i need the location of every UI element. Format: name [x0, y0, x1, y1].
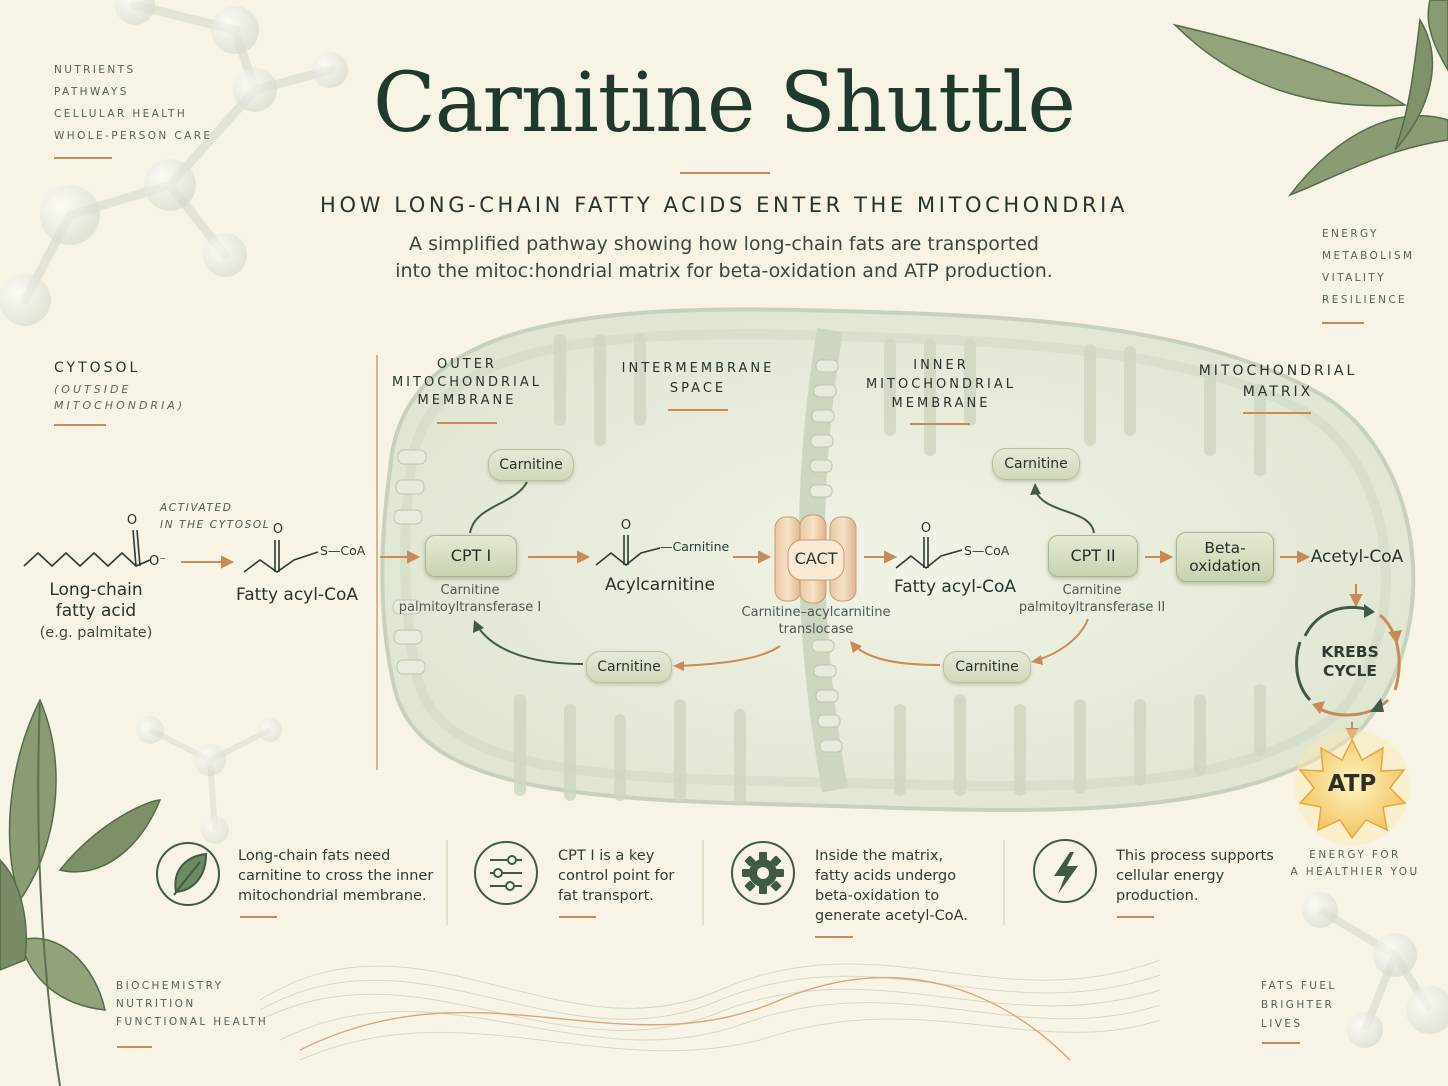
lightning-icon	[1054, 852, 1078, 894]
enzyme-cpt2[interactable]: CPT II	[1048, 535, 1138, 577]
acylcarnitine-oxygen: O	[620, 518, 632, 533]
fatty-acid-o-minus: O⁻	[149, 554, 167, 569]
enzyme-cact[interactable]: CACT	[794, 549, 838, 568]
acylcarnitine-skeletal	[595, 535, 661, 567]
page-subtitle: HOW LONG-CHAIN FATTY ACIDS ENTER THE MIT…	[320, 193, 1128, 217]
acylcarnitine-tag: —Carnitine	[660, 539, 730, 554]
carnitine-pill-released-cpt1[interactable]: Carnitine	[488, 449, 574, 481]
sliders-icon	[490, 855, 522, 891]
flowing-lines	[259, 959, 1161, 1061]
atp-starburst	[1294, 729, 1410, 845]
mitochondrion-illustration	[380, 307, 1416, 812]
zone-cytosol: CYTOSOL	[54, 360, 141, 376]
leaf-decoration-bottom-left	[0, 698, 162, 1086]
acyl-coa-2-oxygen: O	[920, 521, 932, 536]
fatty-acyl-coa-2-skeletal	[895, 537, 963, 570]
page-description: A simplified pathway showing how long-ch…	[395, 233, 1053, 282]
leaf-decoration-top-right	[1172, 0, 1448, 197]
label-atp: ATP	[1327, 771, 1377, 797]
info-card-beta-oxidation: Inside the matrix,fatty acids undergo be…	[815, 848, 968, 924]
gear-icon	[742, 852, 784, 894]
label-fatty-acyl-coa: Fatty acyl-CoA	[235, 585, 358, 605]
label-acylcarnitine: Acylcarnitine	[604, 575, 716, 595]
process-beta-oxidation[interactable]: Beta-oxidation	[1176, 532, 1274, 582]
carnitine-pill-released-cpt2[interactable]: Carnitine	[992, 448, 1080, 480]
accent-flow-line	[299, 976, 1071, 1061]
enzyme-cpt1[interactable]: CPT I	[425, 535, 517, 577]
cact-transporter	[774, 514, 857, 604]
fatty-acid-oxygen: O	[126, 513, 138, 528]
page-title: Carnitine Shuttle	[373, 56, 1076, 151]
acyl-coa-oxygen: O	[272, 522, 284, 537]
fatty-acid-skeletal	[23, 529, 151, 568]
acyl-coa-2-s-coa: S—CoA	[964, 543, 1010, 558]
krebs-cycle-arrows	[1295, 606, 1401, 717]
carnitine-pill-return-inner[interactable]: Carnitine	[943, 651, 1031, 683]
leaf-icon	[173, 852, 208, 896]
label-palmitate: (e.g. palmitate)	[39, 625, 153, 641]
fatty-acyl-coa-skeletal	[243, 540, 319, 573]
acyl-coa-s-coa: S—CoA	[320, 543, 366, 558]
label-fatty-acyl-coa-2: Fatty acyl-CoA	[893, 577, 1016, 597]
label-acetyl-coa: Acetyl-CoA	[1310, 547, 1404, 567]
carnitine-pill-return-outer[interactable]: Carnitine	[586, 651, 672, 683]
